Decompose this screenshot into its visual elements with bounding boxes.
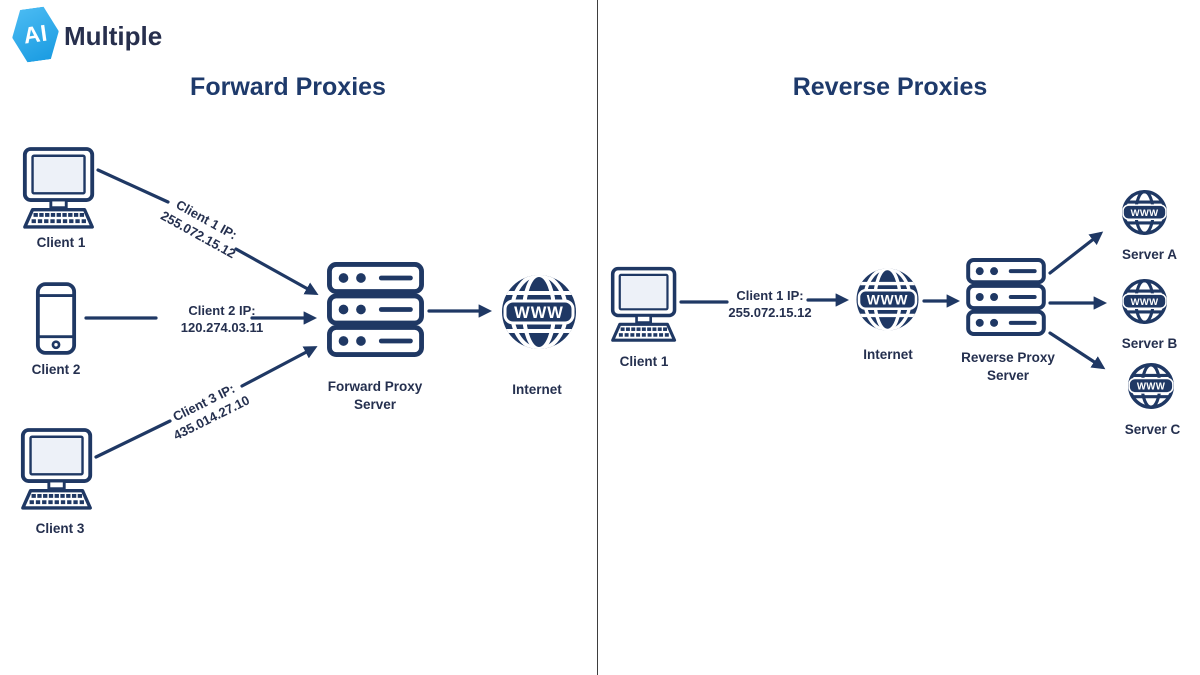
panel-divider bbox=[597, 0, 598, 675]
arrow-client1-to-internet bbox=[679, 293, 850, 307]
www-text: WWW bbox=[1131, 208, 1159, 219]
server-b-label: Server B bbox=[1121, 336, 1178, 351]
logo-brand-text: Multiple bbox=[64, 21, 163, 51]
internet-label-right: Internet bbox=[863, 347, 913, 362]
internet-globe-icon: WWW bbox=[499, 272, 579, 352]
right-client1-ip-label: Client 1 IP: 255.072.15.12 bbox=[728, 288, 812, 320]
right-client1-computer-icon bbox=[609, 266, 680, 342]
www-text: WWW bbox=[1131, 297, 1159, 308]
server-c-globe-icon: WWW bbox=[1126, 361, 1176, 411]
server-c-label: Server C bbox=[1124, 422, 1181, 437]
client1-computer-icon bbox=[21, 146, 98, 229]
client2-label: Client 2 bbox=[31, 362, 81, 377]
arrow-client3-to-forward-proxy bbox=[94, 346, 318, 459]
server-b-globe-icon: WWW bbox=[1120, 277, 1169, 326]
right-internet-globe-icon: WWW bbox=[854, 266, 921, 333]
reverse-proxies-title: Reverse Proxies bbox=[792, 73, 988, 101]
internet-label-left: Internet bbox=[512, 382, 562, 397]
www-text: WWW bbox=[1137, 381, 1166, 392]
arrow-reverse-proxy-to-server-a bbox=[1048, 231, 1104, 275]
client3-computer-icon bbox=[19, 427, 96, 510]
reverse-proxy-label: Reverse Proxy Server bbox=[961, 350, 1055, 383]
right-client1-label: Client 1 bbox=[619, 354, 669, 369]
www-text: WWW bbox=[867, 292, 909, 308]
www-text: WWW bbox=[514, 304, 564, 322]
client2-phone-icon bbox=[35, 281, 77, 356]
server-a-globe-icon: WWW bbox=[1120, 188, 1169, 237]
arrow-reverse-proxy-to-server-c bbox=[1048, 331, 1106, 370]
forward-proxy-label: Forward Proxy Server bbox=[327, 379, 423, 412]
reverse-proxy-server-icon bbox=[966, 258, 1046, 336]
server-a-label: Server A bbox=[1121, 247, 1178, 262]
client1-label: Client 1 bbox=[36, 235, 86, 250]
client2-ip-label: Client 2 IP: 120.274.03.11 bbox=[180, 303, 264, 335]
arrow-client1-to-forward-proxy bbox=[96, 168, 319, 295]
forward-proxy-server-icon bbox=[327, 262, 424, 357]
client3-label: Client 3 bbox=[35, 521, 85, 536]
forward-proxies-title: Forward Proxies bbox=[190, 73, 386, 101]
